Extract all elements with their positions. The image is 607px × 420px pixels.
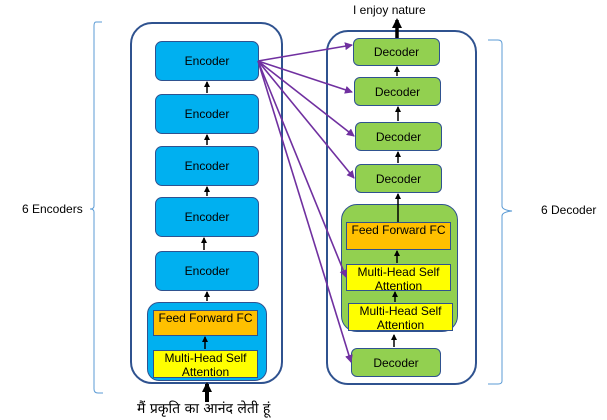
encoder-multi-head-attention: Multi-Head Self Attention [153,350,258,378]
decoder-self-attention: Multi-Head Self Attention [348,303,453,331]
decoder-block-label: Decoder [375,129,422,144]
encoder-block-1: Encoder [155,41,259,81]
decoder-block-1: Decoder [353,38,440,66]
decoder-block-2: Decoder [354,77,441,106]
encoder-block-2: Encoder [155,94,259,134]
encoder-block-label: Encoder [184,107,230,121]
decoder-block-label: Decoder [373,45,420,59]
encoder-block-5: Encoder [155,251,259,291]
decoder-block-4: Decoder [355,164,442,193]
encoders-count-label: 6 Encoders [22,202,83,216]
decoders-count-label: 6 Decoder [541,203,597,217]
decoder-block-label: Decoder [375,171,422,186]
decoder-block-label: Decoder [373,355,419,370]
encoder-block-3: Encoder [155,146,259,186]
decoder-block-label: Decoder [374,84,421,99]
decoder-bracket [488,39,513,385]
encoder-block-4: Encoder [155,197,259,237]
decoder-feed-forward: Feed Forward FC [346,222,451,250]
input-sentence: मैं प्रकृति का आनंद लेती हूं [137,401,271,417]
decoder-block-bottom: Decoder [351,348,441,377]
decoder-block-3: Decoder [355,122,442,151]
encoder-feed-forward: Feed Forward FC [153,310,258,336]
encoder-block-label: Encoder [184,159,230,173]
encoder-block-label: Encoder [184,264,230,278]
decoder-cross-attention: Multi-Head Self Attention [346,264,451,291]
encoder-block-label: Encoder [184,54,230,68]
output-sentence: I enjoy nature [353,3,426,17]
encoder-bracket [89,21,103,394]
encoder-block-label: Encoder [184,210,230,224]
